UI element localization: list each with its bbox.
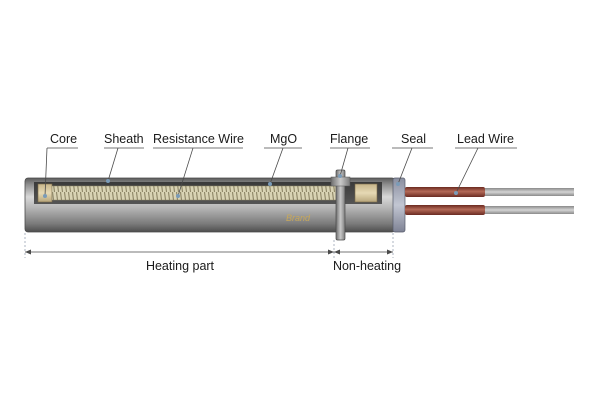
callout-mgo: MgO — [264, 132, 302, 186]
label-mgo: MgO — [270, 132, 297, 146]
dimension-non-heating: Non-heating — [333, 249, 401, 273]
dimension-heating-part: Heating part — [25, 249, 334, 273]
label-lead-wire: Lead Wire — [457, 132, 514, 146]
label-seal: Seal — [401, 132, 426, 146]
callout-resistance-wire: Resistance Wire — [153, 132, 244, 198]
label-sheath: Sheath — [104, 132, 144, 146]
dimension-guides — [24, 233, 394, 258]
flange — [330, 169, 351, 241]
seal — [392, 177, 406, 233]
cable-extension — [485, 188, 574, 214]
resistance-wire-coil — [51, 185, 338, 201]
core — [37, 183, 378, 203]
label-resistance-wire: Resistance Wire — [153, 132, 244, 146]
callout-flange: Flange — [330, 132, 370, 178]
label-core: Core — [50, 132, 77, 146]
callout-core: Core — [43, 132, 78, 198]
callout-sheath: Sheath — [104, 132, 144, 183]
label-heating-part: Heating part — [146, 259, 215, 273]
callout-lead-wire: Lead Wire — [454, 132, 517, 195]
label-non-heating: Non-heating — [333, 259, 401, 273]
callout-seal: Seal — [392, 132, 433, 186]
label-flange: Flange — [330, 132, 368, 146]
engraving-text: Brand — [286, 213, 311, 223]
lead-wire — [405, 187, 485, 215]
